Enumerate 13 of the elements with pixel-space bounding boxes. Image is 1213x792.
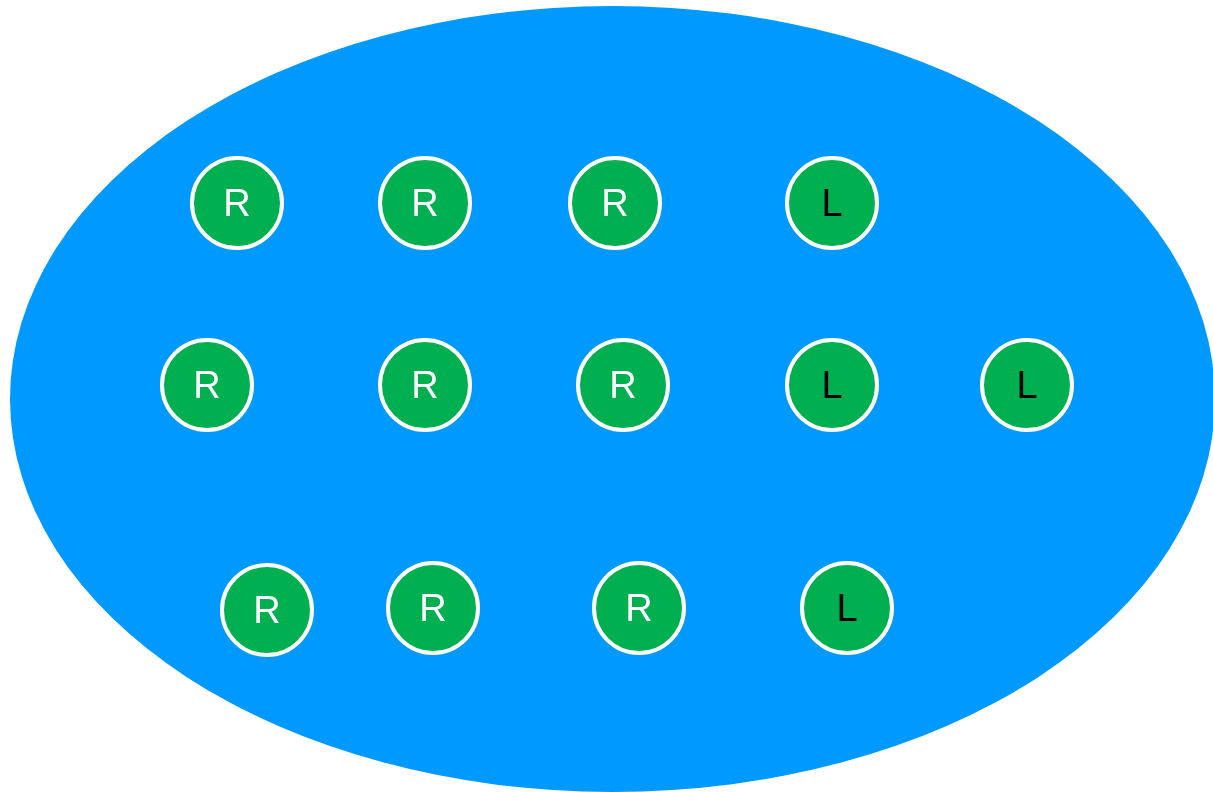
- circle-node: L: [785, 338, 879, 432]
- circle-node: L: [785, 156, 879, 250]
- circle-node: R: [220, 563, 314, 657]
- circle-node: R: [592, 561, 686, 655]
- circle-node: R: [160, 338, 254, 432]
- circle-node: R: [568, 156, 662, 250]
- circle-node: R: [576, 338, 670, 432]
- circle-node: L: [980, 338, 1074, 432]
- circle-node: R: [190, 156, 284, 250]
- circle-node: R: [386, 561, 480, 655]
- circle-node: R: [378, 156, 472, 250]
- circle-node: R: [378, 338, 472, 432]
- circle-node: L: [800, 561, 894, 655]
